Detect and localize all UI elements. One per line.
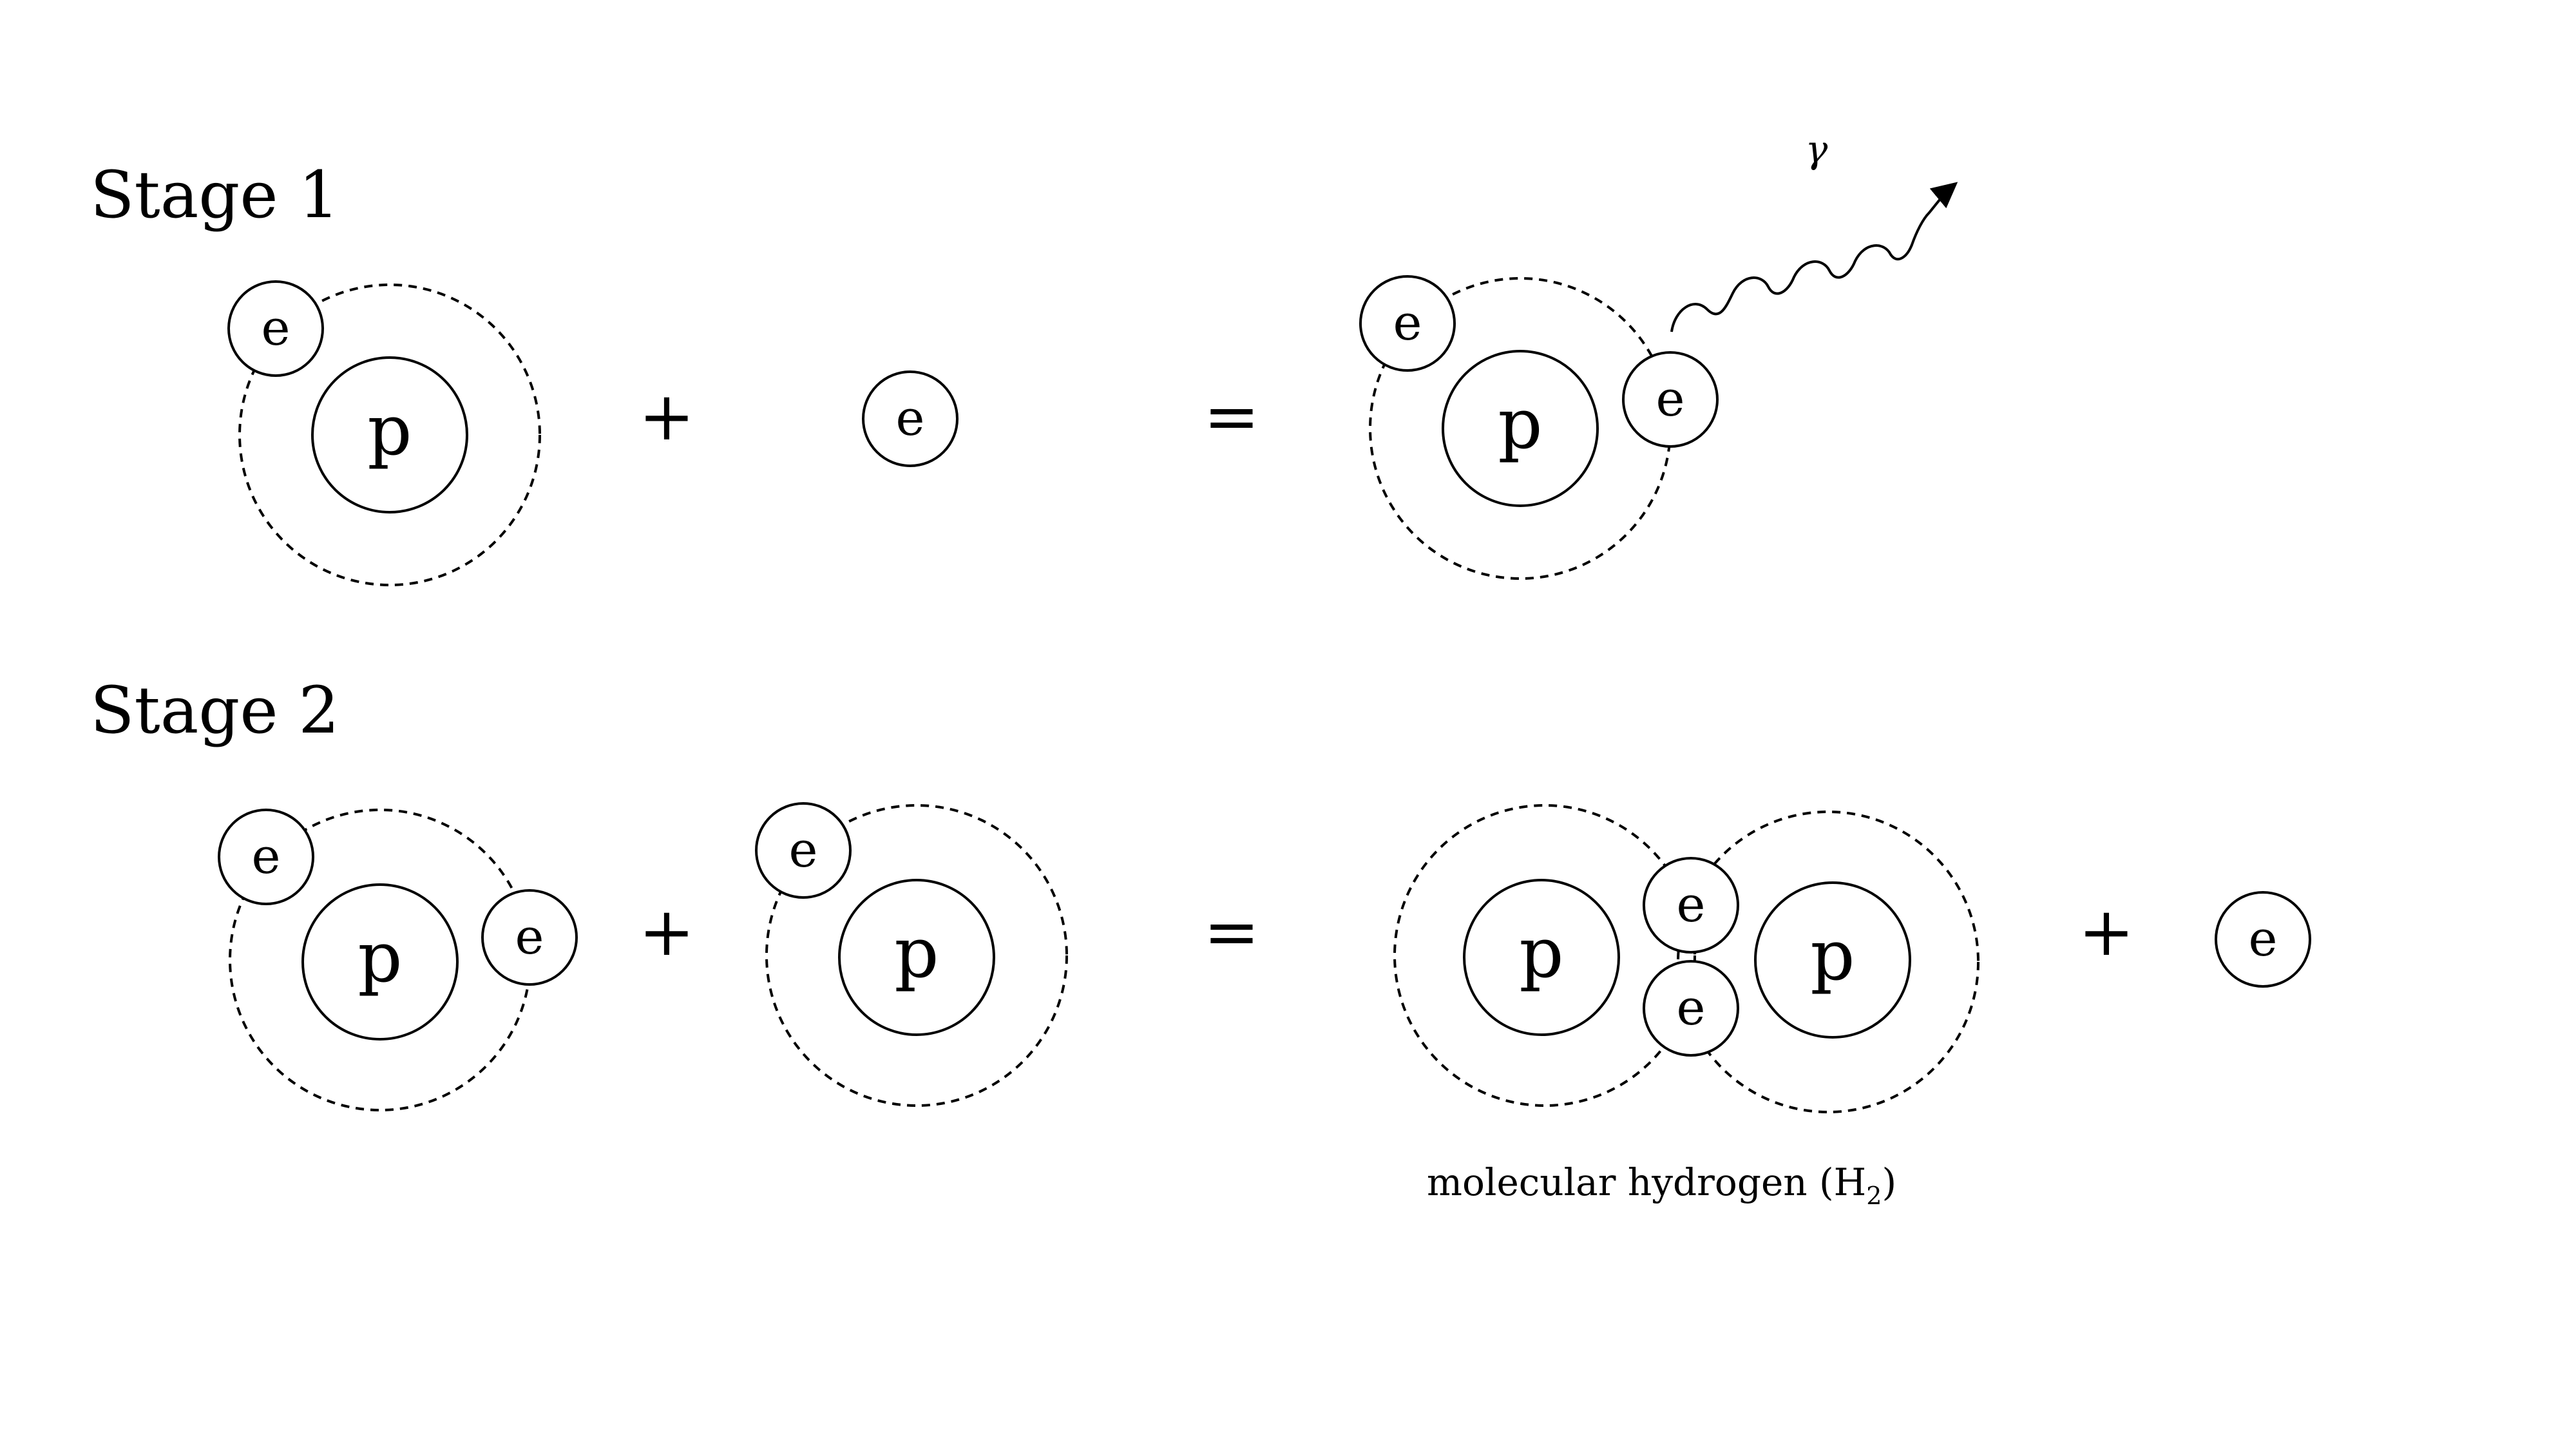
stage1-hydrogen-anion: p e e (1359, 275, 1719, 580)
electron-label: e (896, 389, 925, 446)
molecular-hydrogen-caption: molecular hydrogen (H2) (1427, 1160, 1896, 1210)
proton-label: p (894, 913, 939, 993)
photon-symbol: γ (1806, 128, 1828, 171)
caption-subscript: 2 (1866, 1182, 1882, 1210)
stage2-hydrogen-atom: p e (755, 802, 1068, 1107)
electron (1359, 275, 1456, 372)
electron-label: e (1393, 294, 1422, 351)
electron (862, 370, 959, 467)
electron-label: e (1656, 370, 1685, 427)
proton-left (1463, 879, 1620, 1036)
proton (1442, 350, 1599, 507)
orbit-right (1677, 811, 1980, 1113)
molecular-hydrogen: p p e e (1393, 804, 1980, 1113)
electron-label: e (789, 821, 818, 878)
proton-right (1754, 881, 1911, 1039)
photon-wave (1670, 182, 1958, 332)
plus-sign: + (638, 377, 694, 456)
caption-main: molecular hydrogen (H (1427, 1160, 1866, 1204)
electron-label: e (262, 299, 291, 356)
caption-end: ) (1882, 1160, 1896, 1204)
electron (755, 802, 852, 899)
stage-1-title: Stage 1 (90, 157, 339, 233)
stage1-hydrogen-atom: p e (227, 280, 541, 586)
electron-label: e (1677, 876, 1706, 933)
stage2-hydrogen-anion: p e e (218, 809, 578, 1111)
electron (218, 809, 314, 905)
shared-electron-bottom (1643, 960, 1739, 1057)
stage1-free-electron: e (862, 370, 959, 467)
electron (227, 280, 324, 377)
electron (481, 889, 578, 986)
orbit-left (1393, 804, 1696, 1107)
electron-label: e (1677, 979, 1706, 1036)
proton (311, 356, 468, 513)
orbit (238, 283, 541, 586)
equals-sign: = (1203, 892, 1259, 971)
proton (838, 879, 995, 1036)
proton (301, 883, 459, 1041)
electron-label: e (252, 827, 281, 885)
electron (2215, 891, 2311, 988)
orbit (765, 804, 1068, 1107)
shared-electron-top (1643, 857, 1739, 954)
stage-2-title: Stage 2 (90, 673, 339, 748)
plus-sign: + (638, 892, 694, 971)
proton-label: p (367, 390, 412, 471)
plus-sign: + (2078, 892, 2134, 971)
proton-label: p (1519, 913, 1563, 993)
electron (1622, 351, 1719, 448)
proton-label: p (1498, 384, 1542, 465)
equals-sign: = (1203, 377, 1259, 456)
electron-label: e (2249, 910, 2278, 967)
proton-label: p (1810, 916, 1855, 996)
proton-label: p (358, 917, 402, 998)
stage2-free-electron: e (2215, 891, 2311, 988)
electron-label: e (515, 908, 544, 965)
